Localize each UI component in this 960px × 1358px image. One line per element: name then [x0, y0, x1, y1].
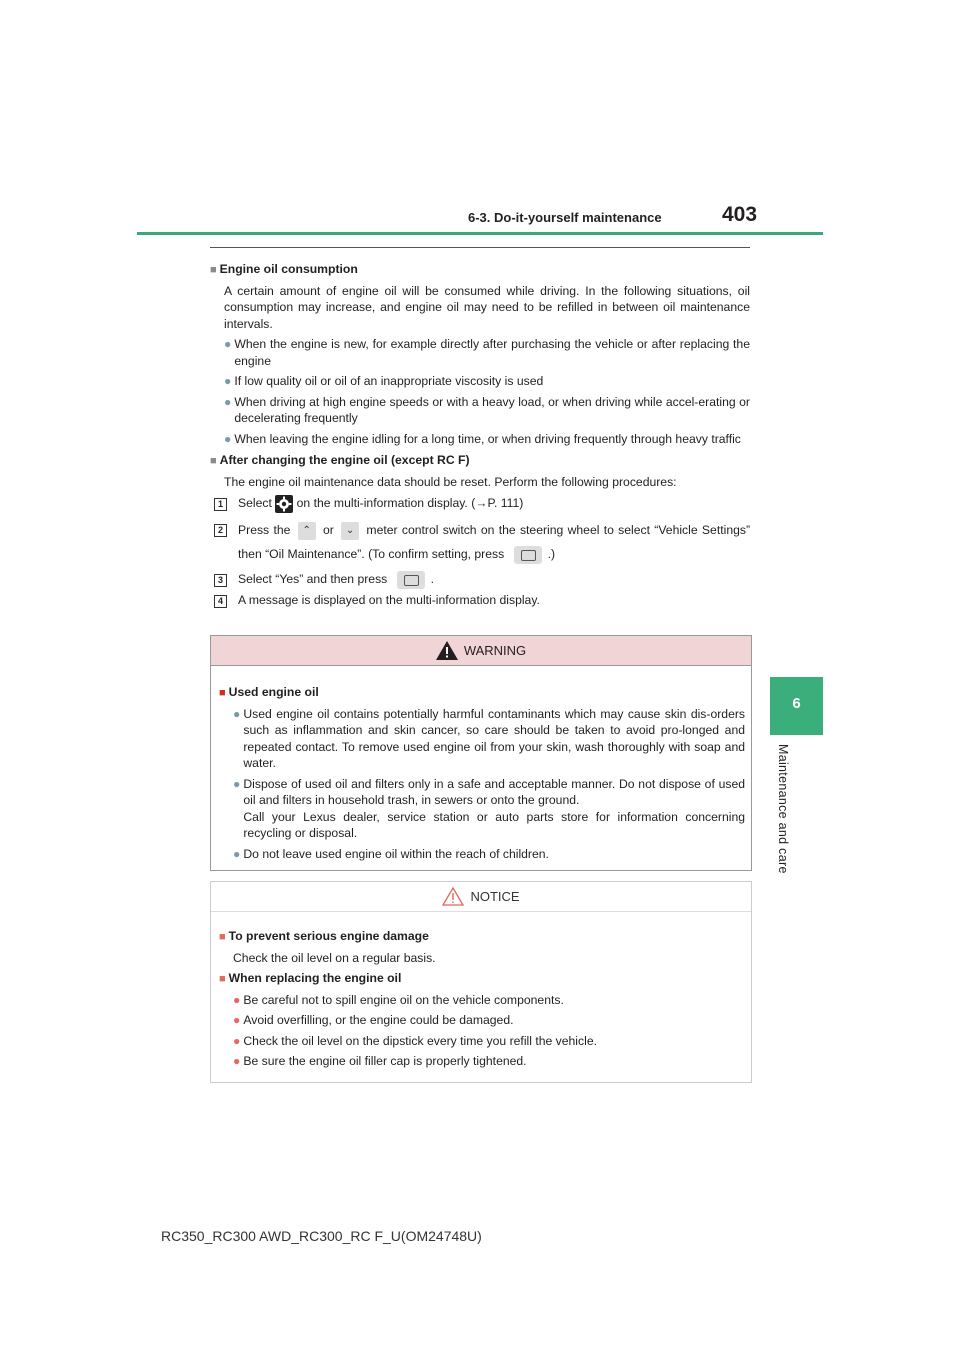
section-heading: ■Engine oil consumption — [210, 261, 750, 279]
dot-bullet-icon: ● — [233, 1013, 241, 1027]
list-item: ●When leaving the engine idling for a lo… — [224, 431, 750, 448]
chapter-label: Maintenance and care — [776, 744, 790, 874]
dot-bullet-icon: ● — [224, 431, 232, 446]
notice-heading: ■When replacing the engine oil — [219, 970, 745, 988]
dot-bullet-icon: ● — [233, 706, 241, 721]
notice-header: NOTICE — [211, 882, 751, 912]
heading-text: To prevent serious engine damage — [228, 929, 429, 943]
list-item-text: If low quality oil or oil of an inapprop… — [234, 374, 544, 388]
dot-bullet-icon: ● — [233, 776, 241, 791]
list-item: ●Be careful not to spill engine oil on t… — [233, 992, 745, 1009]
list-item-text: Be careful not to spill engine oil on th… — [243, 992, 564, 1007]
notice-box: NOTICE ■To prevent serious engine damage… — [210, 881, 752, 1083]
chevron-up-icon: ⌃ — [297, 521, 316, 540]
list-item: ●Avoid overfilling, or the engine could … — [233, 1012, 745, 1029]
ok-button-icon — [513, 545, 542, 564]
dot-bullet-icon: ● — [224, 394, 232, 409]
step-number: 4 — [214, 595, 227, 608]
chevron-down-icon: ⌄ — [341, 521, 360, 540]
heading-text: When replacing the engine oil — [228, 971, 402, 985]
list-item-text: When the engine is new, for example dire… — [234, 337, 750, 368]
list-item-text: Call your Lexus dealer, service station … — [243, 809, 745, 841]
dot-bullet-icon: ● — [224, 337, 232, 351]
warning-heading: ■Used engine oil — [219, 684, 745, 702]
step-2: 2 Press the ⌃ or ⌄ meter control switch … — [214, 518, 750, 566]
step-number: 1 — [214, 498, 227, 511]
square-bullet-icon: ■ — [219, 973, 226, 985]
list-item-text: Do not leave used engine oil within the … — [243, 846, 549, 861]
list-item: ●If low quality oil or oil of an inappro… — [224, 373, 750, 390]
dot-bullet-icon: ● — [233, 1033, 241, 1048]
warning-box: WARNING ■Used engine oil ●Used engine oi… — [210, 635, 752, 871]
list-item: ●Check the oil level on the dipstick eve… — [233, 1033, 745, 1050]
page-number: 403 — [722, 203, 758, 226]
step-number: 2 — [214, 524, 227, 537]
step-text: A message is displayed on the multi-info… — [238, 593, 540, 607]
notice-title: NOTICE — [470, 889, 520, 904]
step-text-part: . — [430, 572, 435, 587]
dot-bullet-icon: ● — [233, 1054, 241, 1068]
list-item-text: When leaving the engine idling for a lon… — [234, 431, 741, 446]
list-item: ●When the engine is new, for example dir… — [224, 336, 750, 369]
step-1: 1 Select on the multi-information displa… — [214, 495, 750, 513]
list-item-text: Dispose of used oil and filters only in … — [243, 776, 745, 808]
step-4: 4 A message is displayed on the multi-in… — [214, 592, 750, 609]
list-item: ●When driving at high engine speeds or w… — [224, 394, 750, 427]
notice-heading: ■To prevent serious engine damage — [219, 928, 745, 946]
header-rule — [137, 232, 823, 235]
dot-bullet-icon: ● — [233, 846, 241, 861]
model-footer: RC350_RC300 AWD_RC300_RC F_U(OM24748U) — [161, 1228, 482, 1244]
step-text: Press the ⌃ or ⌄ meter control switch on… — [238, 518, 750, 566]
list-item-text: Check the oil level on the dipstick ever… — [243, 1033, 597, 1048]
step-number: 3 — [214, 574, 227, 587]
paragraph: The engine oil maintenance data should b… — [224, 474, 677, 489]
list-item-text: When driving at high engine speeds or wi… — [234, 394, 750, 426]
list-item: ●Dispose of used oil and filters only in… — [233, 776, 745, 842]
square-bullet-icon: ■ — [210, 455, 217, 467]
step-text-part: Press the — [238, 523, 291, 537]
step-text-part: or — [322, 523, 334, 537]
step-text-part: Select “Yes” and then press — [238, 572, 388, 587]
dot-bullet-icon: ● — [233, 992, 241, 1007]
warning-body: ■Used engine oil ●Used engine oil contai… — [211, 666, 751, 862]
step-text-part: on the multi-information display. ( — [296, 496, 476, 511]
step-3: 3 Select “Yes” and then press . — [214, 571, 750, 589]
paragraph: A certain amount of engine oil will be c… — [224, 283, 750, 331]
square-bullet-icon: ■ — [210, 264, 217, 276]
step-text: Select “Yes” and then press . — [238, 571, 434, 589]
step-text-part: .) — [547, 547, 556, 561]
list-item-text: Be sure the engine oil filler cap is pro… — [243, 1054, 527, 1068]
warning-title: WARNING — [463, 643, 527, 658]
section-heading: ■After changing the engine oil (except R… — [210, 452, 750, 470]
page-reference-link[interactable]: →P. 111) — [475, 496, 524, 511]
heading-text: Engine oil consumption — [219, 262, 358, 276]
section-title: 6-3. Do-it-yourself maintenance — [468, 210, 662, 225]
list-item-text: Avoid overfilling, or the engine could b… — [243, 1013, 514, 1027]
step-text-part: meter control switch on the steering whe… — [238, 523, 751, 561]
square-bullet-icon: ■ — [219, 687, 226, 699]
caution-triangle-icon — [442, 887, 465, 906]
paragraph: Check the oil level on a regular basis. — [233, 950, 436, 965]
warning-header: WARNING — [211, 636, 751, 666]
warning-triangle-icon — [435, 641, 458, 660]
list-item-text: Used engine oil contains potentially har… — [243, 706, 745, 771]
ok-button-icon — [396, 571, 425, 589]
notice-body: ■To prevent serious engine damage Check … — [211, 912, 751, 1070]
heading-text: After changing the engine oil (except RC… — [219, 453, 470, 467]
list-item: ●Do not leave used engine oil within the… — [233, 846, 745, 863]
dot-bullet-icon: ● — [224, 374, 232, 388]
step-text-part: Select — [238, 496, 272, 511]
list-item: ●Be sure the engine oil filler cap is pr… — [233, 1053, 745, 1070]
content-rule — [210, 247, 750, 248]
chapter-tab[interactable]: 6 — [770, 677, 823, 735]
settings-gear-icon — [275, 495, 294, 513]
heading-text: Used engine oil — [228, 685, 319, 699]
list-item: ●Used engine oil contains potentially ha… — [233, 706, 745, 772]
square-bullet-icon: ■ — [219, 931, 226, 943]
step-text: Select on the multi-information display.… — [238, 495, 523, 513]
main-content: ■Engine oil consumption A certain amount… — [210, 257, 750, 609]
